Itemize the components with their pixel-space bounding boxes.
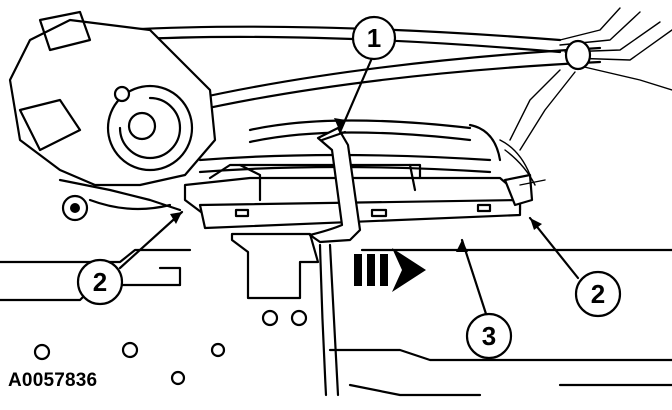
callout-2-left: 2: [76, 258, 124, 306]
retaining-strap: [308, 126, 362, 244]
callout-1-label: 1: [367, 23, 381, 53]
callout-1: 1: [351, 15, 397, 61]
control-module: [183, 163, 546, 230]
callout-2-right: 2: [574, 270, 622, 318]
triple-chevron-right-arrow-icon: [354, 248, 426, 292]
callout-3: 3: [465, 312, 513, 360]
figure-id-label: A0057836: [8, 370, 98, 391]
door-panel-background: [0, 232, 672, 397]
window-motor: [8, 10, 217, 222]
callout-3-label: 3: [482, 321, 496, 351]
panel-holes: [33, 309, 308, 386]
leader-lines: [118, 56, 580, 322]
callout-2-left-label: 2: [93, 267, 107, 297]
callout-2-right-label: 2: [591, 279, 605, 309]
leader-arrowheads: [170, 118, 542, 252]
